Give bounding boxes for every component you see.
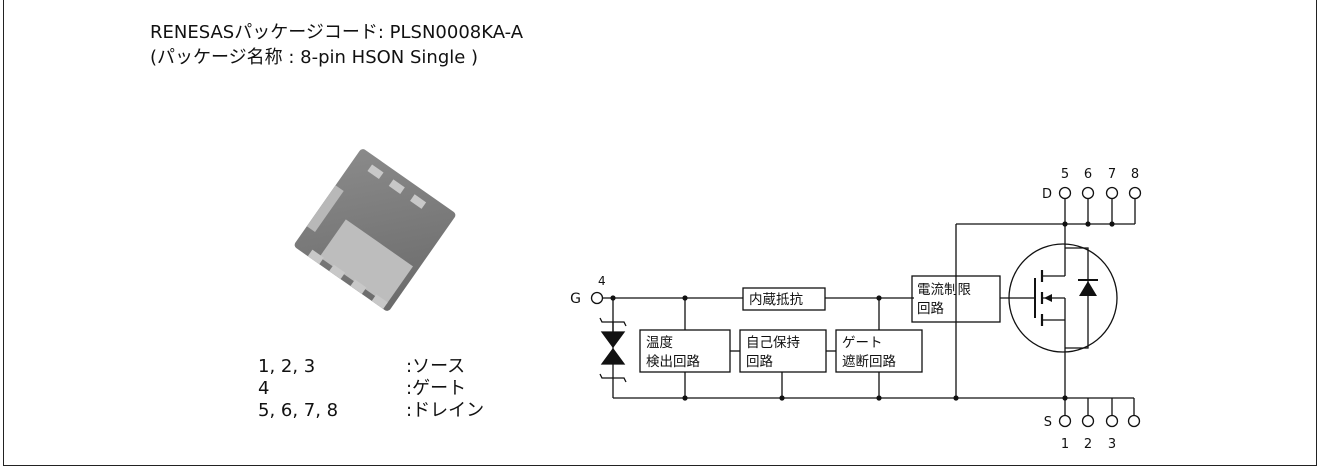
drain-pin-7: 7 [1108, 167, 1116, 182]
gate-cutoff-label-1: ゲート [842, 335, 883, 351]
gate-label: G [570, 291, 581, 307]
current-limit-label-2: 回路 [917, 301, 945, 317]
source-label: S [1044, 415, 1052, 430]
drain-pin-8: 8 [1131, 167, 1139, 182]
drain-pin-5: 5 [1061, 167, 1069, 182]
internal-resistor-label: 内蔵抵抗 [749, 292, 803, 308]
internal-resistor-block [742, 287, 826, 311]
pin-assignment-table: 1, 2, 3:ソース 4:ゲート 5, 6, 7, 8:ドレイン [258, 356, 484, 422]
drain-label: D [1042, 187, 1052, 202]
temp-detect-label-1: 温度 [646, 335, 673, 351]
pin-row-source: 1, 2, 3:ソース [258, 356, 466, 377]
source-pin-3: 3 [1108, 437, 1116, 452]
self-hold-block [739, 329, 827, 373]
current-limit-label-1: 電流制限 [917, 282, 971, 298]
self-hold-label-2: 回路 [746, 354, 774, 370]
source-terminal [1058, 414, 1072, 428]
current-limit-block [911, 275, 1001, 323]
drain-pin-6: 6 [1084, 167, 1092, 182]
pin-row-gate: 4:ゲート [258, 378, 467, 399]
gate-cutoff-label-2: 遮断回路 [842, 354, 896, 370]
package-code-line: RENESASパッケージコード: PLSN0008KA-A [150, 22, 524, 43]
temp-detect-block [639, 329, 731, 373]
source-pin-1: 1 [1061, 437, 1069, 452]
self-hold-label-1: 自己保持 [746, 335, 800, 351]
gate-cutoff-block [835, 329, 923, 373]
mosfet-symbol [1008, 243, 1118, 353]
drain-terminal [1058, 186, 1072, 200]
figure-frame [3, 0, 1317, 466]
package-name-line: (パッケージ名称 : 8-pin HSON Single ) [150, 47, 479, 68]
temp-detect-label-2: 検出回路 [646, 354, 700, 370]
source-pin-2: 2 [1084, 437, 1092, 452]
pin-row-drain: 5, 6, 7, 8:ドレイン [258, 400, 485, 421]
gate-terminal [590, 291, 604, 305]
gate-pin-number: 4 [598, 274, 606, 288]
